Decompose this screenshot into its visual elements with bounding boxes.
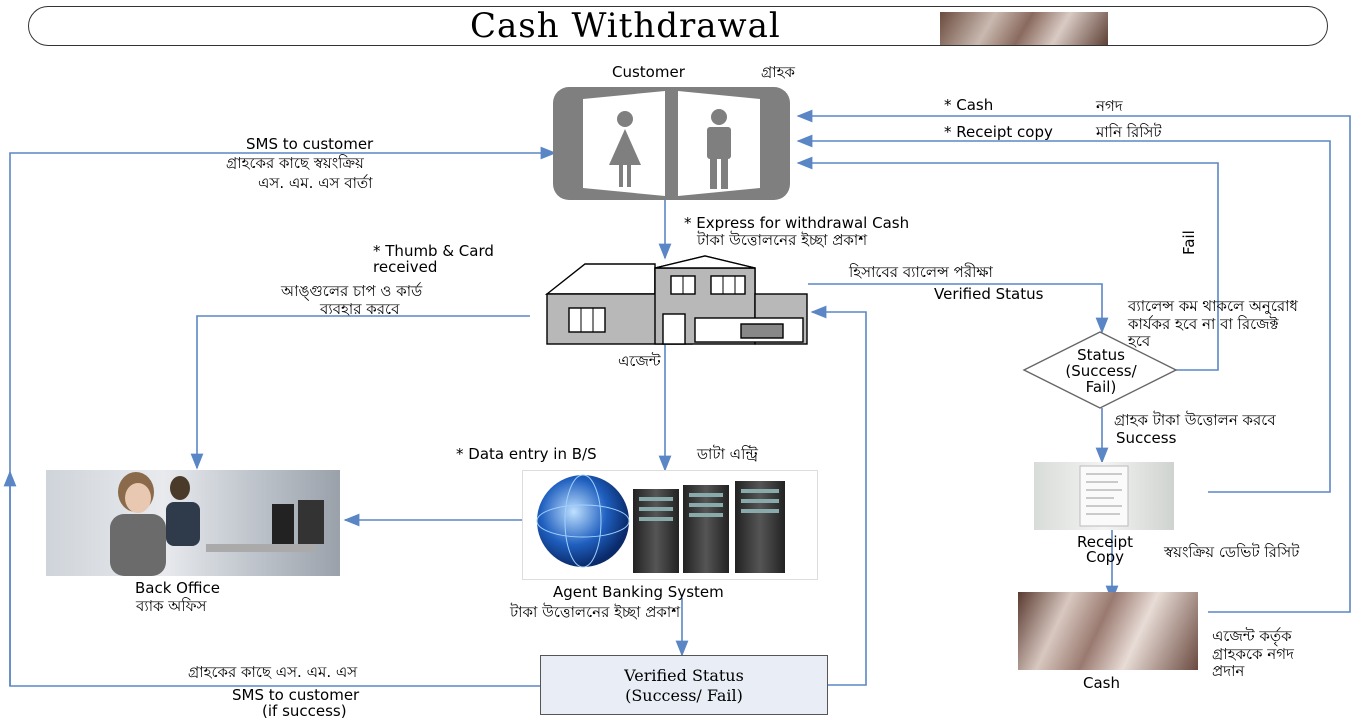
- receipt-line1: Receipt: [1076, 533, 1134, 551]
- customer-label-bn: গ্রাহক: [761, 63, 795, 81]
- diagram-title: Cash Withdrawal: [470, 6, 781, 46]
- note-bn1: ব্যালেন্স কম থাকলে অনুরোধ: [1128, 297, 1298, 315]
- sms-top-bn1: গ্রাহকের কাছে স্বয়ংক্রিয়: [226, 154, 364, 172]
- customer-icon: [553, 87, 790, 200]
- receipt-bn: স্বয়ংক্রিয় ডেভিট রিসিট: [1164, 543, 1300, 561]
- data-entry-en: * Data entry in B/S: [456, 445, 597, 463]
- abs-label: Agent Banking System: [553, 583, 724, 601]
- sms-bottom-en2: (if success): [262, 702, 347, 720]
- verified-status-line1: Verified Status: [624, 666, 744, 685]
- fail-label: Fail: [1180, 230, 1198, 255]
- arrow-cash-customer: [796, 109, 1351, 613]
- receipt-photo: [1034, 462, 1174, 530]
- customer-label-en: Customer: [612, 63, 685, 81]
- arrow-fail-customer: [796, 156, 1219, 371]
- receipt-line2: Copy: [1085, 548, 1125, 566]
- thumb-bn1: আঙ্গুলের চাপ ও কার্ড: [281, 282, 423, 300]
- cash-photo: [1018, 592, 1198, 670]
- return-cash-en: * Cash: [944, 96, 994, 114]
- back-office-bn: ব্যাক অফিস: [136, 597, 207, 615]
- sms-top-bn2: এস. এম. এস বার্তা: [258, 174, 373, 192]
- thumb-bn2: ব্যবহার করবে: [320, 300, 400, 318]
- express-en: * Express for withdrawal Cash: [684, 214, 910, 232]
- verified-status-line2: (Success/ Fail): [625, 686, 743, 705]
- success-en: Success: [1116, 429, 1177, 447]
- title-banner: [28, 6, 1328, 46]
- balance-bn: হিসাবের ব্যালেন্স পরীক্ষা: [849, 263, 993, 281]
- agent-label: এজেন্ট: [618, 352, 661, 370]
- abs-bn: টাকা উত্তোলনের ইচ্ছা প্রকাশ: [510, 603, 681, 621]
- sms-bottom-en1: SMS to customer: [232, 686, 360, 704]
- sms-bottom-bn: গ্রাহকের কাছে এস. এম. এস: [188, 663, 358, 681]
- data-entry-bn: ডাটা এন্ট্রি: [697, 445, 758, 463]
- arrow-agent-backoffice: [190, 315, 530, 470]
- express-bn: টাকা উত্তোলনের ইচ্ছা প্রকাশ: [697, 231, 868, 249]
- arrow-sms-customer: [9, 146, 557, 687]
- return-cash-bn: নগদ: [1096, 97, 1123, 115]
- cash-bn1: এজেন্ট কর্তৃক: [1212, 627, 1292, 645]
- arrow-verified-agent: [810, 305, 867, 686]
- cash-bn2: গ্রাহককে নগদ: [1212, 645, 1294, 663]
- arrow-agent-decision: [808, 283, 1109, 334]
- arrow-receipt-customer: [796, 134, 1331, 493]
- balance-en: Verified Status: [934, 285, 1044, 303]
- sms-top-en: SMS to customer: [246, 135, 374, 153]
- cash-label: Cash: [1083, 674, 1120, 692]
- verified-status-box: [540, 655, 828, 715]
- money-photo-small: [940, 12, 1108, 45]
- return-receipt-en: * Receipt copy: [944, 123, 1053, 141]
- decision-line3: Fail): [1085, 378, 1117, 396]
- note-bn3: হবে: [1128, 332, 1151, 350]
- back-office-photo: [46, 470, 340, 576]
- decision-line2: (Success/: [1065, 362, 1137, 380]
- agent-banking-system-image: [522, 470, 818, 580]
- decision-line1: Status: [1077, 346, 1125, 364]
- decision-diamond: [1022, 331, 1178, 409]
- thumb-en1: * Thumb & Card: [373, 242, 494, 260]
- cash-bn3: প্রদান: [1212, 662, 1245, 680]
- success-bn: গ্রাহক টাকা উত্তোলন করবে: [1114, 411, 1276, 429]
- return-receipt-bn: মানি রিসিট: [1096, 123, 1162, 141]
- note-bn2: কার্যকর হবে না বা রিজেক্ট: [1128, 315, 1279, 333]
- thumb-en2: received: [373, 258, 438, 276]
- back-office-en: Back Office: [135, 579, 220, 597]
- agent-house-icon: [545, 254, 809, 346]
